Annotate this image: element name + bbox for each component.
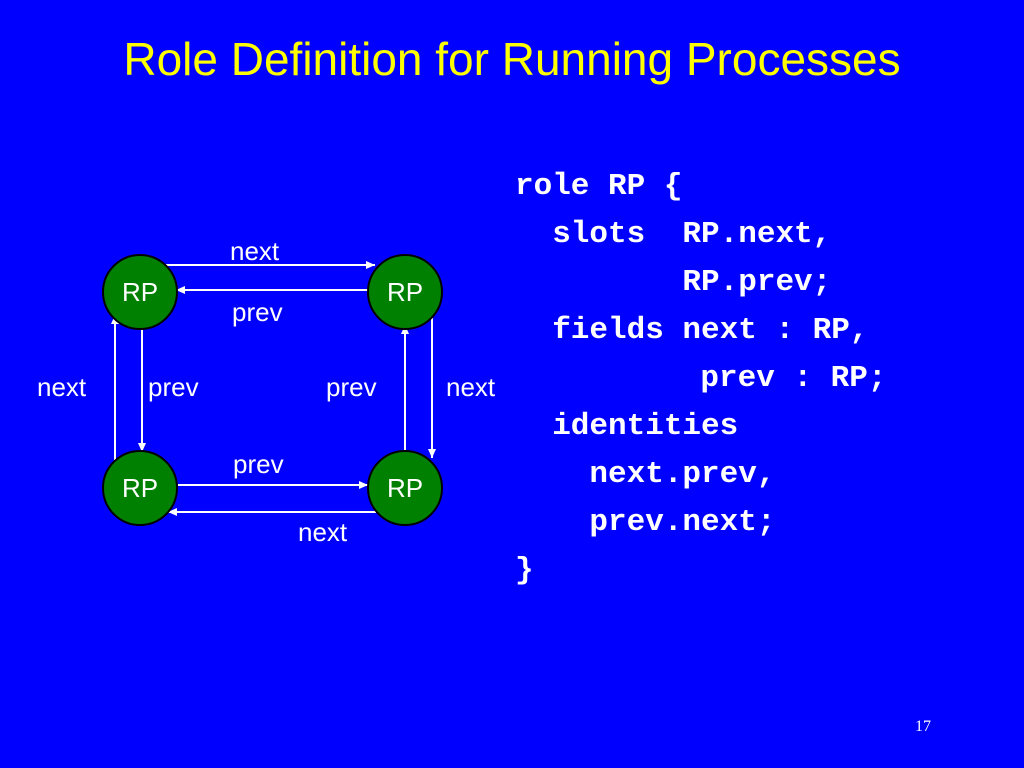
- label-bottom-prev: prev: [233, 449, 284, 479]
- node-label: RP: [122, 473, 158, 503]
- code-line: next.prev,: [515, 457, 776, 492]
- label-bottom-next: next: [298, 517, 348, 547]
- label-left-prev: prev: [148, 372, 199, 402]
- code-line: slots RP.next,: [515, 217, 832, 252]
- rp-node-top-left: RP: [102, 254, 178, 330]
- page-number: 17: [915, 718, 931, 735]
- label-left-next: next: [37, 372, 87, 402]
- label-right-prev: prev: [326, 372, 377, 402]
- code-line: RP.prev;: [515, 265, 832, 300]
- label-right-next: next: [446, 372, 496, 402]
- node-label: RP: [387, 277, 423, 307]
- code-line: prev.next;: [515, 505, 776, 540]
- code-line: fields next : RP,: [515, 313, 869, 348]
- label-top-prev: prev: [232, 297, 283, 327]
- rp-node-top-right: RP: [367, 254, 443, 330]
- code-line: identities: [515, 409, 739, 444]
- code-line: }: [515, 553, 534, 588]
- label-top-next: next: [230, 236, 280, 266]
- node-label: RP: [122, 277, 158, 307]
- node-label: RP: [387, 473, 423, 503]
- rp-node-bottom-left: RP: [102, 450, 178, 526]
- code-line: prev : RP;: [533, 361, 887, 396]
- code-line: role RP {: [515, 169, 683, 204]
- slide-title: Role Definition for Running Processes: [123, 33, 901, 85]
- rp-node-bottom-right: RP: [367, 450, 443, 526]
